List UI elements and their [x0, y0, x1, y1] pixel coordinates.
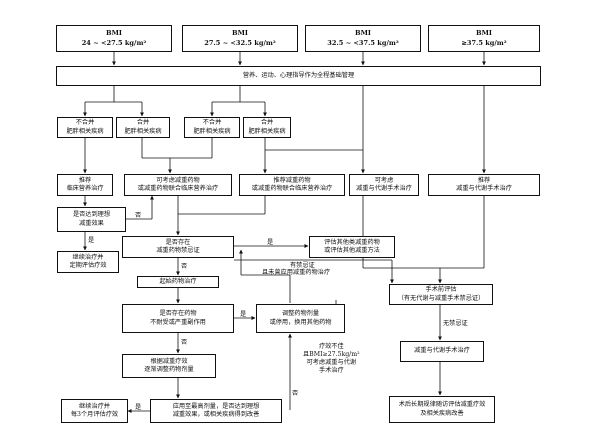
comorbidity-label: 合并 肥胖相关疾病: [248, 119, 286, 135]
bmi-title: BMI: [476, 28, 492, 37]
flow-label: 继续治疗并 每3个月评估疗效: [70, 402, 119, 418]
bmi-range: 32.5 ~ <37.5 kg/m²: [327, 38, 399, 47]
recommend-nutrition-box: 推荐 临床营养治疗: [57, 174, 113, 196]
label-poor-effect: 疗效不佳 且BMI≥27.5kg/m² 可考虑减重与代谢 手术治疗: [303, 343, 360, 375]
recommend-label: 推荐 临床营养治疗: [66, 176, 104, 192]
comorbidity-g2-no: 不合并 肥胖相关疾病: [184, 117, 240, 138]
flow-label: 评估其他类减重药物 或评估其他减重方法: [324, 238, 380, 254]
comorbidity-g1-no: 不合并 肥胖相关疾病: [57, 117, 113, 138]
comorbidity-label: 不合并 肥胖相关疾病: [66, 119, 104, 135]
label-no-side-effect: 否: [181, 339, 188, 346]
consider-surgery-box: 可考虑 减重与代谢手术治疗: [349, 174, 419, 196]
label-yes-max-dose: 是: [135, 404, 142, 411]
evaluate-other-box: 评估其他类减重药物 或评估其他减重方法: [309, 236, 395, 258]
label-no-contraindication: 否: [181, 263, 188, 270]
label-yes-contraindication: 是: [267, 239, 274, 246]
comorbidity-label: 不合并 肥胖相关疾病: [193, 119, 231, 135]
flow-label: 是否达到理想 减重效果: [72, 211, 111, 227]
label-has-contra: 有禁忌证: [290, 262, 315, 269]
flow-label: 应用至最高剂量，是否达到理想 减重效果，或相关疾病得到改善: [172, 402, 260, 418]
recommend-label: 可考虑减重药物 或减重药物联合临床营养治疗: [137, 176, 219, 192]
label-yes-reach-goal: 是: [88, 237, 95, 244]
recommend-drug-box: 推荐减重药物 或减重药物联合临床营养治疗: [239, 174, 345, 196]
comorbidity-label: 合并 肥胖相关疾病: [124, 119, 162, 135]
comorbidity-g1-yes: 合并 肥胖相关疾病: [116, 117, 170, 138]
bmi-title: BMI: [106, 28, 122, 37]
recommend-label: 可考虑 减重与代谢手术治疗: [356, 176, 412, 192]
reduce-switch-box: 调整药物剂量 或停用，换用其他药物: [256, 304, 345, 333]
bmi-range: ≥37.5 kg/m²: [461, 38, 507, 47]
label-has-contra-sub: 且未曾应用减重药物治疗: [262, 269, 331, 276]
label-no-reach-goal: 否: [135, 212, 142, 219]
flow-label: 术后长期规律随访评估减重疗效 及相关疾病改善: [398, 401, 486, 417]
bmi-range: 24 ~ <27.5 kg/m²: [81, 38, 147, 47]
flow-label: 手术前评估 （有无代谢与减重手术禁忌证）: [397, 286, 485, 302]
max-dose-check-box: 应用至最高剂量，是否达到理想 减重效果，或相关疾病得到改善: [150, 399, 282, 423]
adjust-dose-box: 根据减重疗效 逐渐调整药物剂量: [122, 354, 216, 378]
flow-label: 起始药物治疗: [159, 277, 197, 285]
flow-label: 减重与代谢手术治疗: [414, 347, 470, 355]
surgery-box: 减重与代谢手术治疗: [400, 341, 484, 362]
continue-followup-box: 继续治疗并 定期评估疗效: [57, 251, 119, 273]
bmi-title: BMI: [232, 28, 248, 37]
lifestyle-text: 营养、运动、心理指导作为全程基础管理: [242, 71, 355, 79]
side-effect-box: 是否存在药物 不耐受或严重副作用: [122, 304, 234, 333]
bmi-range: 27.5 ~ <32.5 kg/m²: [204, 38, 276, 47]
start-drug-box: 起始药物治疗: [137, 276, 219, 288]
recommend-surgery-box: 推荐 减重与代谢手术治疗: [428, 174, 540, 196]
bmi-box-4: BMI≥37.5 kg/m²: [428, 25, 540, 52]
flow-label: 根据减重疗效 逐渐调整药物剂量: [144, 357, 194, 373]
comorbidity-g2-yes: 合并 肥胖相关疾病: [243, 117, 291, 138]
label-no-contra-surgery: 无禁忌证: [443, 320, 468, 327]
lifestyle-management-bar: 营养、运动、心理指导作为全程基础管理: [56, 66, 541, 86]
recommend-label: 推荐减重药物 或减重药物联合临床营养治疗: [251, 176, 333, 192]
consider-drug-box: 可考虑减重药物 或减重药物联合临床营养治疗: [124, 174, 232, 196]
drug-contraindication-box: 是否存在 减重药物禁忌证: [122, 236, 234, 258]
label-no-max-dose: 否: [292, 390, 299, 397]
bmi-title: BMI: [355, 28, 371, 37]
reach-goal-box: 是否达到理想 减重效果: [57, 207, 126, 232]
flow-label: 是否存在药物 不耐受或严重副作用: [150, 310, 206, 326]
surgery-evaluation-box: 手术前评估 （有无代谢与减重手术禁忌证）: [389, 284, 493, 305]
flow-label: 是否存在 减重药物禁忌证: [156, 238, 200, 254]
flow-label: 调整药物剂量 或停用，换用其他药物: [269, 310, 332, 326]
continue-3m-box: 继续治疗并 每3个月评估疗效: [61, 399, 128, 423]
label-yes-side-effect: 是: [240, 311, 247, 318]
postop-followup-box: 术后长期规律随访评估减重疗效 及相关疾病改善: [389, 396, 495, 423]
recommend-label: 推荐 减重与代谢手术治疗: [456, 176, 512, 192]
flow-label: 继续治疗并 定期评估疗效: [69, 253, 107, 269]
